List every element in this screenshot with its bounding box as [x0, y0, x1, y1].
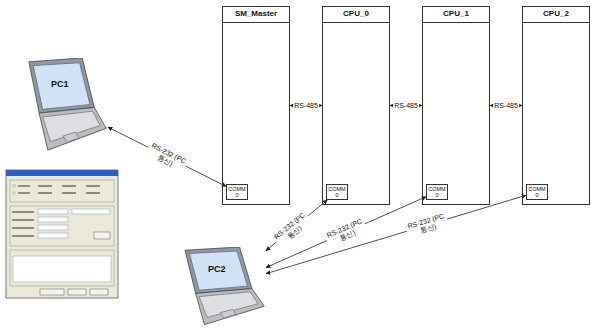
laptop-part	[220, 309, 236, 318]
laptop-part	[63, 132, 78, 142]
cpu-module-box: CPU_1COMM 0	[422, 6, 490, 205]
pc-laptop: PC1	[22, 58, 108, 153]
app-window	[6, 170, 118, 298]
link-label: RS-485	[393, 102, 419, 110]
laptop-part	[43, 111, 101, 141]
cpu-module-box: CPU_0COMM 0	[322, 6, 390, 205]
port-label: COMM 0	[428, 186, 446, 198]
pc-label: PC1	[51, 79, 69, 89]
module-title: SM_Master	[223, 7, 289, 23]
laptop-illustration	[178, 247, 266, 327]
laptop-part	[29, 58, 94, 113]
link-label: RS-232 (PC 통신)	[324, 217, 369, 248]
laptop-part	[189, 251, 247, 290]
comm-port-box: COMM 0	[526, 184, 548, 200]
link-label: RS-232 (PC 통신)	[145, 140, 189, 173]
cpu-module-box: CPU_2COMM 0	[522, 6, 590, 205]
comm-port-box: COMM 0	[326, 184, 348, 200]
laptop-part	[39, 107, 106, 150]
port-label: COMM 0	[528, 186, 546, 198]
laptop-part	[196, 289, 265, 325]
link-label: RS-485	[293, 102, 319, 110]
comm-port-box: COMM 0	[226, 184, 248, 200]
laptop-illustration	[22, 58, 108, 153]
module-title: CPU_0	[323, 7, 389, 23]
laptop-part	[199, 292, 258, 318]
laptop-part	[33, 63, 90, 110]
pc-label: PC2	[208, 264, 226, 274]
port-label: COMM 0	[328, 186, 346, 198]
link-label: RS-232 (PC 통신)	[405, 212, 450, 239]
module-title: CPU_2	[523, 7, 589, 23]
cpu-module-box: SM_MasterCOMM 0	[222, 6, 290, 205]
comm-link	[108, 127, 226, 186]
comm-link	[266, 200, 327, 251]
laptop-part	[185, 247, 252, 293]
port-label: COMM 0	[228, 186, 246, 198]
module-title: CPU_1	[423, 7, 489, 23]
pc-laptop: PC2	[178, 247, 266, 327]
comm-port-box: COMM 0	[426, 184, 448, 200]
link-label: RS-232 (PC 통신)	[271, 210, 313, 249]
link-label: RS-485	[493, 102, 519, 110]
comm-link	[266, 195, 526, 273]
comm-link	[266, 197, 426, 268]
